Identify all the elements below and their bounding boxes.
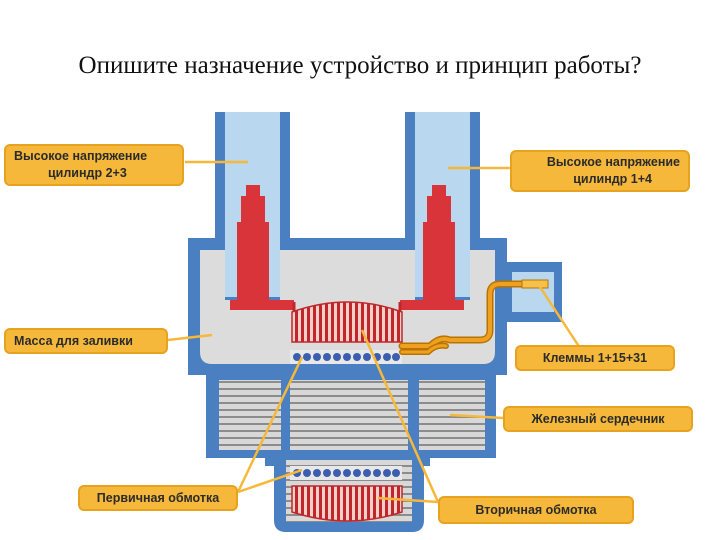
iron-core-left	[219, 380, 281, 450]
label-line: Железный сердечник	[531, 411, 665, 426]
hv-connector-right	[400, 185, 464, 310]
label-iron-core: Железный сердечник	[503, 406, 693, 432]
label-line: Вторичная обмотка	[475, 502, 597, 517]
label-line: Масса для заливки	[14, 333, 133, 348]
leader-lines	[167, 160, 582, 504]
label-hv-cylinder-2-3: Высокое напряжение цилиндр 2+3	[4, 144, 184, 186]
secondary-winding-upper	[291, 301, 403, 343]
label-terminals: Клеммы 1+15+31	[515, 345, 675, 371]
label-primary-winding: Первичная обмотка	[78, 485, 238, 511]
primary-winding-upper	[290, 350, 402, 364]
label-line: цилиндр 2+3	[48, 166, 127, 180]
label-line: Клеммы 1+15+31	[542, 350, 648, 365]
label-line: Высокое напряжение	[546, 155, 680, 169]
iron-core-center	[290, 380, 408, 450]
label-line: Первичная обмотка	[96, 490, 220, 505]
label-secondary-winding: Вторичная обмотка	[438, 496, 634, 524]
hv-connector-left	[230, 185, 294, 310]
primary-winding-lower	[290, 466, 402, 480]
label-potting-compound: Масса для заливки	[4, 328, 168, 354]
secondary-winding-lower	[291, 485, 403, 522]
label-line: Высокое напряжение	[14, 149, 148, 163]
label-line: цилиндр 1+4	[573, 172, 652, 186]
page-title: Опишите назначение устройство и принцип …	[78, 52, 642, 79]
label-hv-cylinder-1-4: Высокое напряжение цилиндр 1+4	[510, 150, 690, 192]
terminal-wiring	[398, 279, 549, 355]
